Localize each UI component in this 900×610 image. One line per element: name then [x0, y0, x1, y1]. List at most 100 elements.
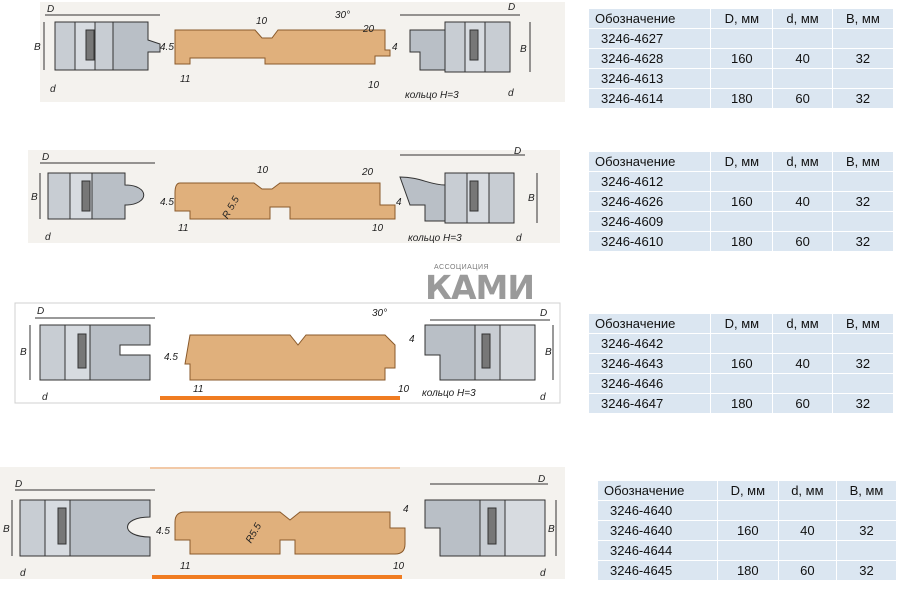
table-cell-d: 40 [772, 353, 833, 374]
wood-board [174, 29, 391, 65]
left-cutter [39, 324, 151, 381]
table-cell-code: 3246-4642 [587, 333, 712, 354]
header-d: d, мм [777, 480, 837, 501]
dim-thick-right: 4 [403, 504, 409, 515]
table-cell-D: 160 [710, 353, 774, 374]
brand-logo: АССОЦИАЦИЯ КАМИ [425, 264, 535, 307]
profile-drawing-2: D B d 10 R 5.5 20 4.5 4 11 10 D B d коль… [0, 145, 565, 245]
dim-thick-right: 4 [409, 334, 415, 345]
wood-board [174, 182, 396, 220]
dim-thick-left: 4.5 [156, 526, 170, 537]
table-cell-code: 3246-4613 [587, 68, 712, 89]
left-cutter [54, 21, 161, 71]
dim-D-right: D [540, 308, 547, 319]
dim-D-right: D [508, 2, 515, 13]
table-cell-D: 180 [710, 88, 774, 109]
dim-d-right: d [540, 568, 546, 579]
right-cutter [409, 21, 511, 73]
table-cell-code: 3246-4640 [597, 500, 718, 521]
dim-thick-left: 4.5 [164, 352, 178, 363]
right-cutter [424, 324, 536, 381]
dim-bottom-left: 11 [180, 561, 190, 572]
table-cell-B: 32 [831, 353, 895, 374]
dim-D-right: D [538, 474, 545, 485]
dim-d-right: d [508, 88, 514, 99]
orange-underline [152, 575, 402, 579]
header-B: B, мм [835, 480, 898, 501]
spec-table-4: Обозначение D, мм d, мм B, мм 3246-4640 … [597, 480, 898, 581]
left-cutter [47, 172, 145, 220]
dim-angle: 30° [335, 10, 350, 21]
spec-table-3: Обозначение D, мм d, мм B, мм 3246-4642 … [587, 313, 895, 414]
dim-thick-left: 4.5 [160, 197, 174, 208]
dim-B-left: B [31, 192, 38, 203]
table-cell-code: 3246-4643 [587, 353, 712, 374]
ring-label: кольцо H=3 [408, 233, 462, 244]
dim-D-left: D [42, 152, 49, 163]
table-cell-d: 60 [772, 231, 833, 252]
header-designation: Обозначение [587, 8, 712, 29]
dim-bottom-left: 11 [193, 384, 203, 395]
dim-groove: 10 [256, 16, 268, 27]
table-cell-D: 180 [716, 560, 779, 581]
dim-bottom-left: 11 [180, 74, 190, 85]
dim-tongue-width: 20 [362, 24, 375, 35]
right-cutter [399, 172, 515, 224]
dim-B-left: B [20, 347, 27, 358]
table-cell-code: 3246-4612 [587, 171, 712, 192]
dim-B-left: B [3, 524, 10, 535]
table-cell-code: 3246-4610 [587, 231, 712, 252]
table-cell-d: 60 [772, 393, 833, 414]
table-cell-d: 40 [772, 48, 833, 69]
table-cell-code: 3246-4626 [587, 191, 712, 212]
dim-D-left: D [47, 4, 54, 15]
dim-d-left: d [45, 232, 51, 243]
table-cell-code: 3246-4614 [587, 88, 712, 109]
dim-thick-right: 4 [392, 42, 398, 53]
table-cell-code: 3246-4640 [597, 520, 718, 541]
header-D: D, мм [710, 8, 774, 29]
profile-drawing-4: D B d R5.5 4.5 4 11 10 D B d [0, 462, 565, 582]
dim-bottom-right: 10 [372, 223, 384, 234]
header-D: D, мм [710, 151, 774, 172]
dim-B-right: B [548, 524, 555, 535]
dim-bottom-right: 10 [368, 80, 380, 91]
table-cell-code: 3246-4628 [587, 48, 712, 69]
dim-B-right: B [545, 347, 552, 358]
table-cell-code: 3246-4646 [587, 373, 712, 394]
header-d: d, мм [772, 313, 833, 334]
table-cell-D: 180 [710, 393, 774, 414]
dim-bottom-right: 10 [393, 561, 405, 572]
table-cell-d: 40 [777, 520, 837, 541]
dim-thick-right: 4 [396, 197, 402, 208]
table-cell-code: 3246-4647 [587, 393, 712, 414]
ring-label: кольцо H=3 [422, 388, 476, 399]
header-D: D, мм [716, 480, 779, 501]
table-cell-B: 32 [831, 48, 895, 69]
header-D: D, мм [710, 313, 774, 334]
dim-d-left: d [42, 392, 48, 403]
table-cell-D: 180 [710, 231, 774, 252]
table-cell-D: 160 [710, 48, 774, 69]
dim-D-right: D [514, 146, 521, 157]
left-cutter [19, 499, 151, 557]
table-cell-B: 32 [835, 560, 898, 581]
dim-groove: 10 [257, 165, 269, 176]
header-d: d, мм [772, 8, 833, 29]
header-B: B, мм [831, 8, 895, 29]
dim-bottom-left: 11 [178, 223, 188, 234]
dim-bottom-right: 10 [398, 384, 410, 395]
table-cell-B: 32 [831, 393, 895, 414]
ring-label: кольцо H=3 [405, 90, 459, 101]
dim-D-left: D [15, 479, 22, 490]
dim-tongue-width: 20 [361, 167, 374, 178]
logo-brand-text: КАМИ [425, 268, 535, 307]
table-cell-code: 3246-4645 [597, 560, 718, 581]
wood-board [184, 334, 396, 381]
header-designation: Обозначение [597, 480, 718, 501]
spec-table-2: Обозначение D, мм d, мм B, мм 3246-4612 … [587, 151, 895, 252]
dim-d-right: d [540, 392, 546, 403]
header-d: d, мм [772, 151, 833, 172]
dim-d-left: d [20, 568, 26, 579]
header-designation: Обозначение [587, 151, 712, 172]
